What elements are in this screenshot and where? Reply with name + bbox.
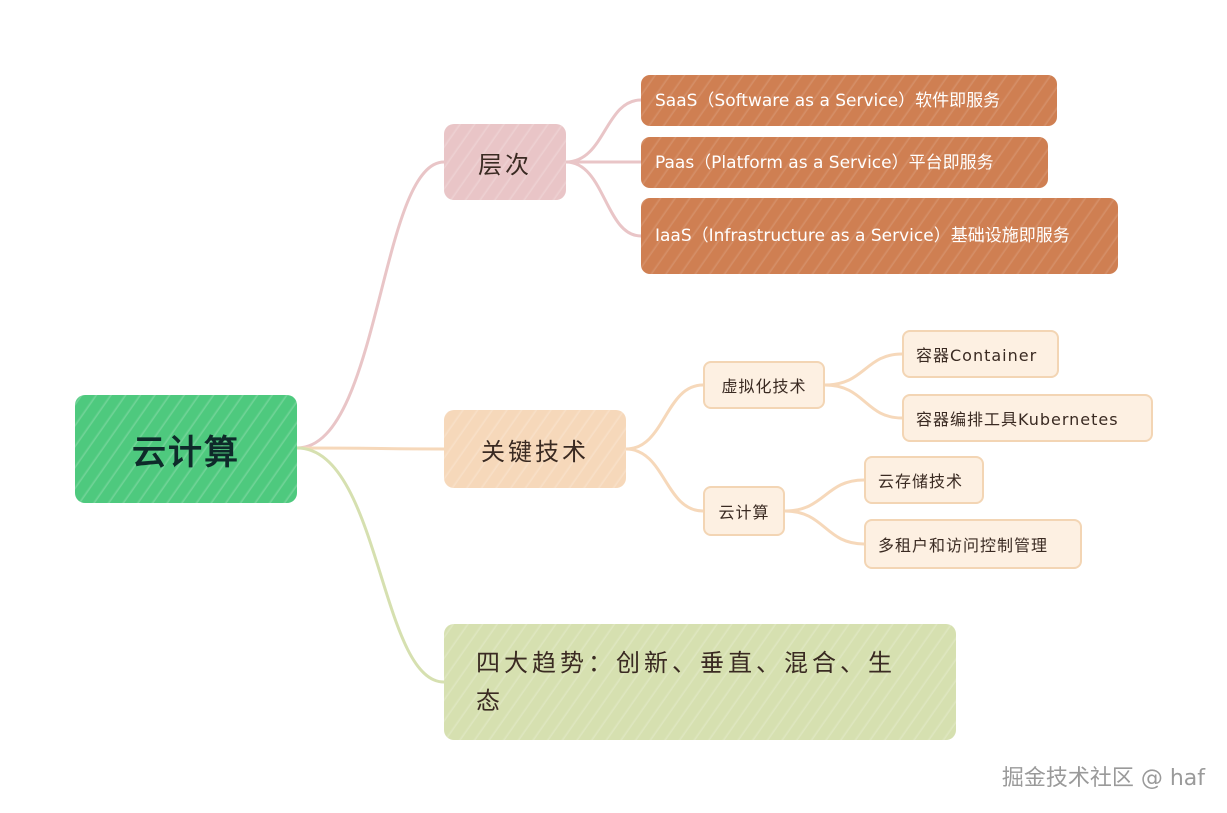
branch-label-trends-line2: 态 xyxy=(476,687,504,715)
leaf-node-saas[interactable]: SaaS（Software as a Service）软件即服务 xyxy=(641,75,1057,126)
branch-label-trends: 四大趋势：创新、垂直、混合、生 态 xyxy=(476,644,896,720)
branch-label-layers: 层次 xyxy=(478,150,532,179)
leaf-label-paas: Paas（Platform as a Service）平台即服务 xyxy=(655,152,994,173)
leaf-node-kubernetes[interactable]: 容器编排工具Kubernetes xyxy=(902,394,1153,442)
watermark: 掘金技术社区 @ haf xyxy=(1001,766,1205,791)
root-label: 云计算 xyxy=(132,432,240,473)
leaf-node-container[interactable]: 容器Container xyxy=(902,330,1059,378)
connector-root-layers xyxy=(296,160,445,450)
leaf-label-iaas: IaaS（Infrastructure as a Service）基础设施即服务 xyxy=(655,226,1070,246)
branch-label-trends-line1: 四大趋势：创新、垂直、混合、生 xyxy=(476,649,896,677)
connector-layers-iaas xyxy=(565,160,642,238)
connector-cloud-storage xyxy=(784,478,865,513)
root-node[interactable]: 云计算 xyxy=(75,395,297,503)
branch-node-layers[interactable]: 层次 xyxy=(444,124,566,200)
connector-virt-k8s xyxy=(824,383,903,420)
sub-label-virtualization: 虚拟化技术 xyxy=(721,377,807,396)
connector-virt-container xyxy=(824,352,903,387)
leaf-label-kubernetes: 容器编排工具Kubernetes xyxy=(916,410,1119,429)
leaf-label-saas: SaaS（Software as a Service）软件即服务 xyxy=(655,90,1001,111)
connector-root-trends xyxy=(296,446,445,684)
leaf-label-cloud-storage: 云存储技术 xyxy=(878,472,964,491)
branch-label-key-tech: 关键技术 xyxy=(481,437,589,466)
connector-layers-saas xyxy=(565,98,642,164)
connector-tech-cloud xyxy=(625,447,704,513)
branch-node-trends[interactable]: 四大趋势：创新、垂直、混合、生 态 xyxy=(444,624,956,740)
connector-tech-virt xyxy=(625,383,704,451)
sub-node-virtualization[interactable]: 虚拟化技术 xyxy=(703,361,825,409)
connector-root-tech xyxy=(296,446,445,451)
leaf-node-cloud-storage[interactable]: 云存储技术 xyxy=(864,456,984,504)
connector-cloud-tenant xyxy=(784,509,865,546)
sub-node-cloud-computing[interactable]: 云计算 xyxy=(703,486,785,536)
leaf-node-paas[interactable]: Paas（Platform as a Service）平台即服务 xyxy=(641,137,1048,188)
leaf-label-multi-tenant: 多租户和访问控制管理 xyxy=(878,536,1049,555)
branch-node-key-tech[interactable]: 关键技术 xyxy=(444,410,626,488)
sub-label-cloud-computing: 云计算 xyxy=(718,503,770,522)
leaf-label-container: 容器Container xyxy=(916,346,1038,365)
leaf-node-iaas[interactable]: IaaS（Infrastructure as a Service）基础设施即服务 xyxy=(641,198,1118,274)
leaf-node-multi-tenant[interactable]: 多租户和访问控制管理 xyxy=(864,519,1082,569)
